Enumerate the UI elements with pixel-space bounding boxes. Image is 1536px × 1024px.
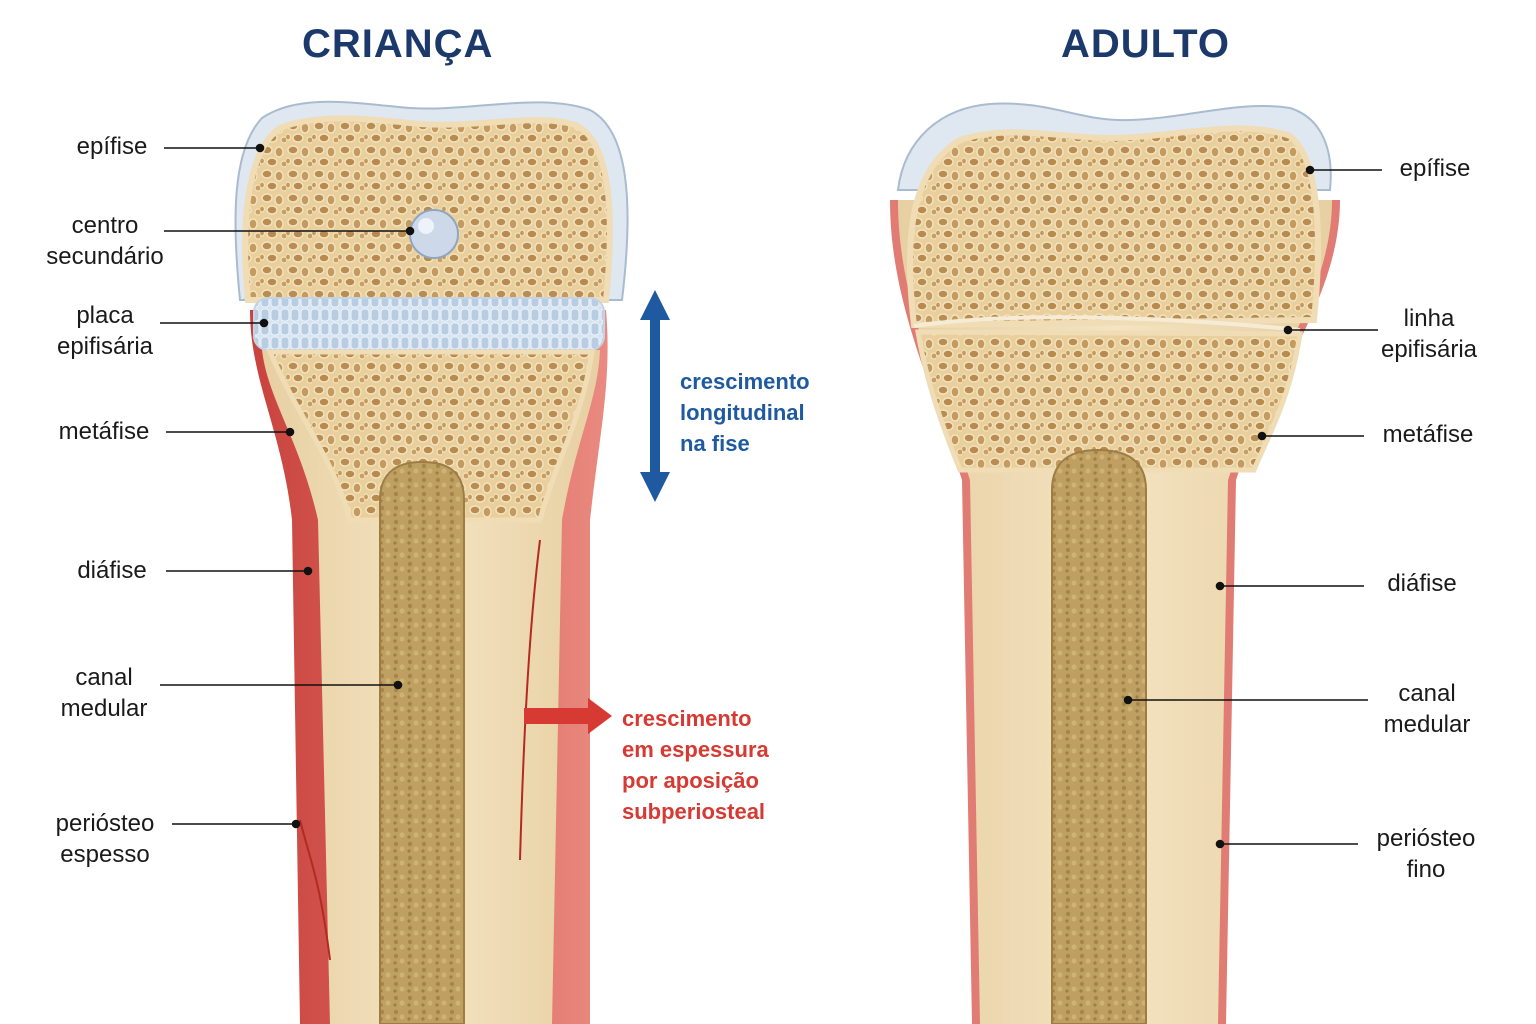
leader-dot (393, 680, 403, 690)
label-line: canal (1398, 680, 1456, 707)
child-secondary-center (409, 209, 459, 259)
leader-dot (1305, 165, 1315, 175)
adult-epiphyseal-line (913, 315, 1301, 332)
leader-dot (1215, 581, 1225, 591)
note-thickness-growth: crescimento em espessura por aposição su… (622, 703, 769, 827)
child-medullary-canal (379, 460, 465, 1024)
child-leaders (160, 143, 415, 829)
label-adult-epiphysis: epífise (1399, 155, 1471, 182)
note-line: crescimento (680, 369, 810, 394)
label-adult-metaphysis: metáfise (1382, 421, 1474, 448)
label-line: espesso (60, 841, 150, 868)
adult-leaders (1123, 165, 1382, 849)
label-adult-medullary-canal: canal medular (1368, 678, 1486, 740)
leader-dot (1123, 695, 1133, 705)
child-epiphysis (242, 115, 613, 303)
label-line: linha (1403, 305, 1455, 332)
child-bone (234, 100, 629, 1024)
label-adult-diaphysis: diáfise (1387, 570, 1457, 597)
note-line: longitudinal (680, 400, 805, 425)
note-line: em espessura (622, 737, 769, 762)
leader-dot (1257, 431, 1267, 441)
label-child-periosteum: periósteo espesso (40, 808, 170, 870)
adult-metaphysis (915, 329, 1303, 473)
leader-dot (405, 226, 415, 236)
leader-dot (259, 318, 269, 328)
label-child-medullary-canal: canal medular (44, 662, 164, 724)
child-vessel-right (519, 539, 541, 861)
adult-title: ADULTO (1061, 22, 1230, 66)
label-adult-epiphyseal-line: linha epifisária (1364, 303, 1494, 365)
leader-dot (291, 819, 301, 829)
longitudinal-growth-arrow (640, 290, 670, 502)
leader-dot (1215, 839, 1225, 849)
adult-bone (890, 102, 1340, 1024)
leader-dot (1283, 325, 1293, 335)
leader-dot (255, 143, 265, 153)
label-child-metaphysis: metáfise (58, 418, 150, 445)
label-line: medular (60, 695, 148, 722)
child-vessel-left (299, 819, 331, 961)
label-child-secondary-center: centro secundário (30, 210, 180, 272)
child-metaphysis (266, 349, 595, 523)
label-line: canal (75, 664, 133, 691)
label-child-diaphysis: diáfise (77, 557, 147, 584)
label-line: periósteo (1376, 825, 1476, 852)
adult-epiphysis (906, 125, 1321, 329)
child-secondary-center-highlight (418, 218, 434, 234)
child-growth-plate (253, 297, 605, 351)
note-longitudinal-growth: crescimento longitudinal na fise (680, 366, 810, 459)
note-line: crescimento (622, 706, 752, 731)
label-child-growth-plate: placa epifisária (40, 300, 170, 362)
thickness-growth-arrow (524, 698, 612, 734)
note-line: por aposição (622, 768, 759, 793)
label-adult-periosteum: periósteo fino (1362, 823, 1490, 885)
label-line: epifisária (56, 333, 154, 360)
label-line: centro (71, 212, 139, 239)
note-line: subperiosteal (622, 799, 766, 824)
leader-dot (303, 566, 313, 576)
adult-medullary-canal (1051, 448, 1147, 1024)
label-line: epifisária (1380, 336, 1478, 363)
child-title: CRIANÇA (302, 22, 494, 66)
leader-dot (285, 427, 295, 437)
label-line: medular (1383, 711, 1471, 738)
label-line: secundário (46, 243, 164, 270)
label-child-epiphysis: epífise (76, 133, 148, 160)
label-line: periósteo (55, 810, 155, 837)
label-line: fino (1406, 856, 1446, 883)
note-line: na fise (680, 431, 750, 456)
label-line: placa (76, 302, 134, 329)
